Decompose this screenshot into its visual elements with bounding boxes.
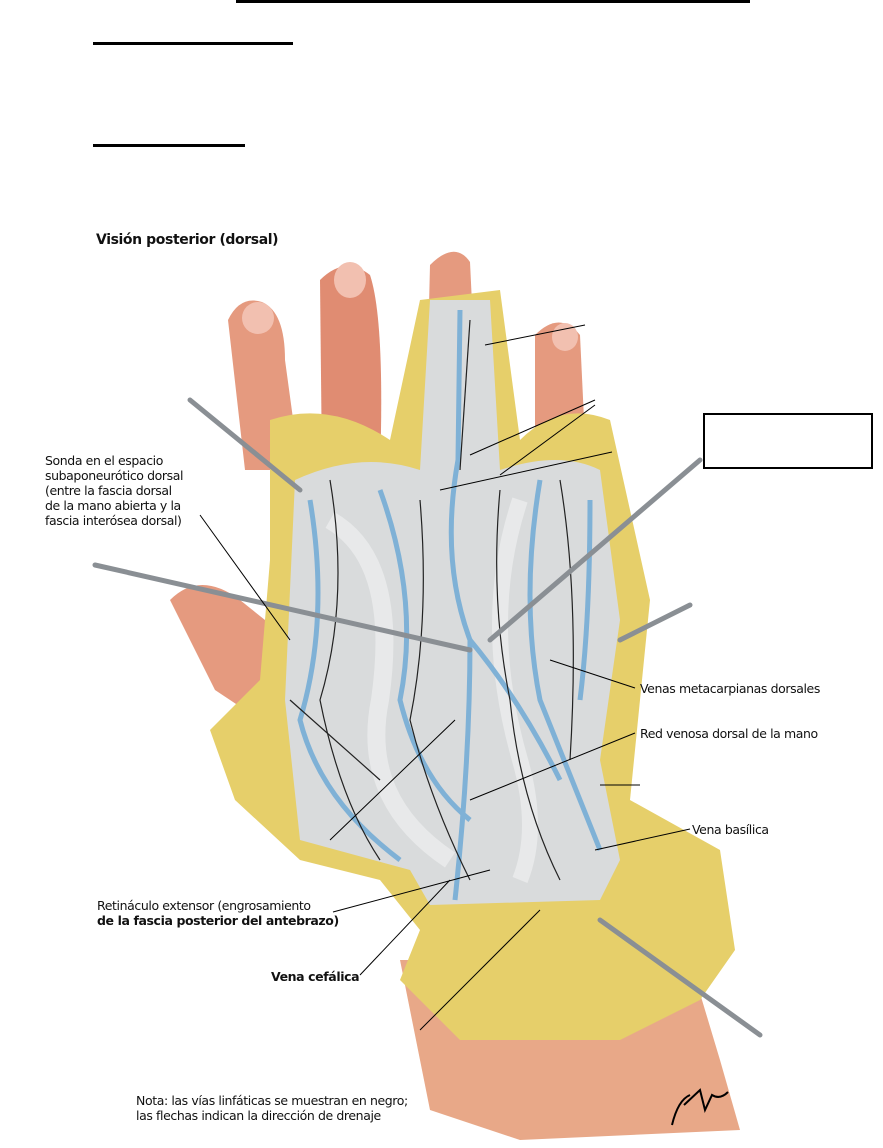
figure-title: Visión posterior (dorsal) [96,232,279,248]
note-line-1: Nota: las vías linfáticas se muestran en… [136,1093,408,1108]
veins [297,309,603,901]
label-sonda-1: Sonda en el espacio [45,453,163,468]
label-vena-basilica: Vena basílica [692,822,769,837]
label-sonda-4: de la mano abierta y la [45,498,181,513]
label-sonda-2: subaponeurótico dorsal [45,468,184,483]
note-line-2: las flechas indican la dirección de dren… [136,1108,381,1123]
label-venas-metacarpianas: Venas metacarpianas dorsales [640,681,820,696]
leader-lines [199,324,691,1031]
label-sonda-5: fascia interósea dorsal) [45,513,182,528]
heading-underline-2 [93,144,245,147]
label-vena-cefalica: Vena cefálica [271,969,360,984]
heading-underline-1 [93,42,293,45]
title-underline [236,0,750,3]
label-retinaculo-1: Retináculo extensor (engrosamiento [97,898,311,913]
probe [92,397,763,1038]
label-red-venosa: Red venosa dorsal de la mano [640,726,818,741]
label-sonda-3: (entre la fascia dorsal [45,483,172,498]
label-retinaculo-2: de la fascia posterior del antebrazo) [97,913,339,928]
lymphatics [289,319,574,881]
blank-answer-box [703,413,873,469]
netter-signature [671,1088,729,1126]
